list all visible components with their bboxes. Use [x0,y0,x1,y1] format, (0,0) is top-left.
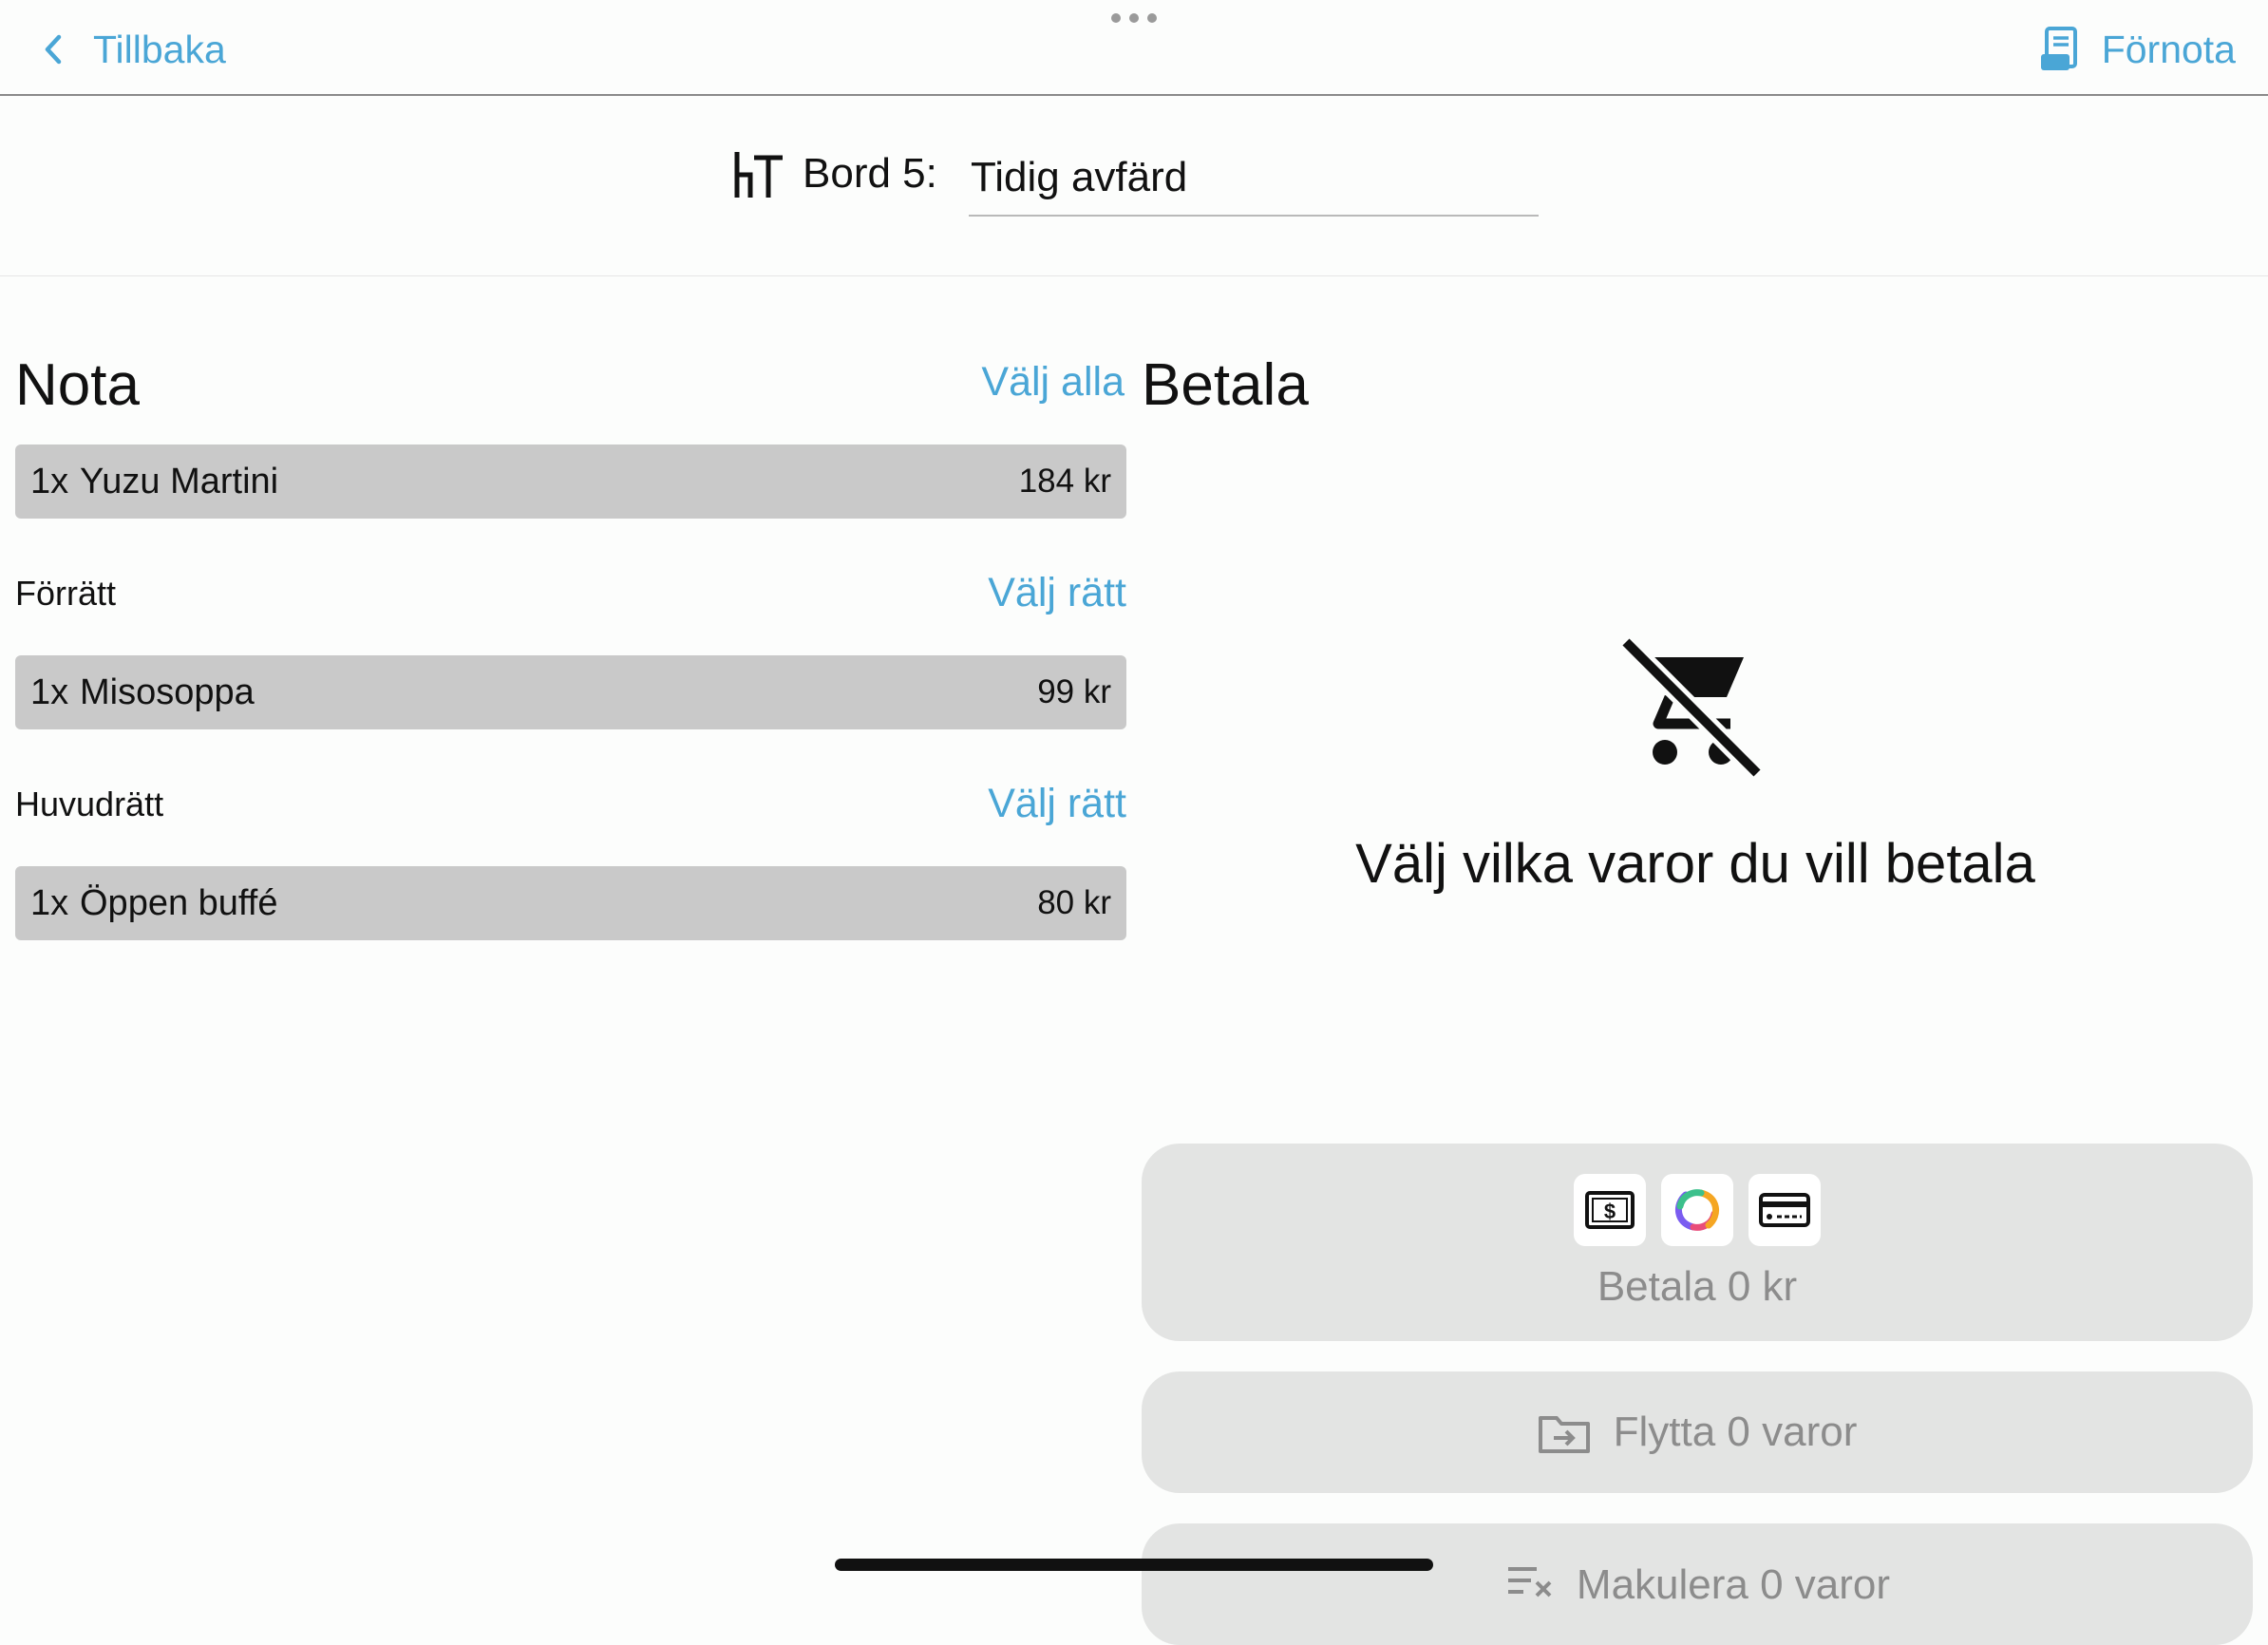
nota-title: Nota [15,352,140,418]
list-remove-icon [1507,1567,1552,1598]
order-item-row[interactable]: 1x Yuzu Martini 184 kr [15,444,1126,519]
item-name: Öppen buffé [80,882,278,923]
table-header: Bord 5: [0,98,2268,276]
empty-payment-message: Välj vilka varor du vill betala [1355,833,2035,895]
cash-icon: $ [1585,1191,1635,1229]
fornota-button[interactable]: Förnota [2039,23,2236,76]
order-item-row[interactable]: 1x Öppen buffé 80 kr [15,866,1126,940]
item-name: Misosoppa [80,671,255,712]
svg-text:$: $ [1604,1200,1616,1223]
cart-off-icon [1618,634,1765,781]
select-course-button-forratt[interactable]: Välj rätt [988,570,1126,615]
back-button-label: Tillbaka [93,27,226,71]
fornota-button-label: Förnota [2101,27,2236,71]
swish-payment [1661,1174,1733,1246]
item-price: 80 kr [1037,884,1111,921]
cash-payment: $ [1574,1174,1646,1246]
more-options-icon[interactable] [1111,13,1157,23]
pay-button-label: Betala 0 kr [1597,1263,1798,1310]
table-number-label: Bord 5: [803,150,937,197]
betala-title: Betala [1142,352,1309,418]
select-course-button-huvudratt[interactable]: Välj rätt [988,781,1126,826]
card-icon [1759,1193,1810,1227]
top-navigation-bar: Tillbaka Förnota [0,0,2268,96]
void-items-label: Makulera 0 varor [1576,1561,1891,1608]
section-label-huvudratt: Huvudrätt [15,785,164,823]
item-quantity: 1x [30,882,69,923]
pay-button[interactable]: $ Betala 0 kr [1142,1144,2253,1341]
table-chairs-icon [734,152,783,198]
chevron-left-icon [45,34,62,65]
item-price: 99 kr [1037,673,1111,710]
home-indicator[interactable] [835,1559,1433,1571]
order-item-row[interactable]: 1x Misosoppa 99 kr [15,655,1126,729]
item-quantity: 1x [30,461,69,501]
item-price: 184 kr [1018,463,1111,500]
section-label-forratt: Förrätt [15,574,117,613]
move-items-button[interactable]: Flytta 0 varor [1142,1371,2253,1493]
back-button[interactable]: Tillbaka [42,23,226,76]
card-payment [1748,1174,1821,1246]
table-name-input[interactable] [969,141,1539,217]
select-all-button[interactable]: Välj alla [981,359,1125,405]
receipt-icon [2040,27,2077,70]
folder-move-icon [1538,1416,1590,1453]
payment-methods: $ [1142,1174,2253,1246]
item-name: Yuzu Martini [80,461,279,501]
move-items-label: Flytta 0 varor [1613,1409,1858,1455]
item-quantity: 1x [30,671,69,712]
void-items-button[interactable]: Makulera 0 varor [1142,1523,2253,1645]
swish-icon [1675,1189,1719,1231]
